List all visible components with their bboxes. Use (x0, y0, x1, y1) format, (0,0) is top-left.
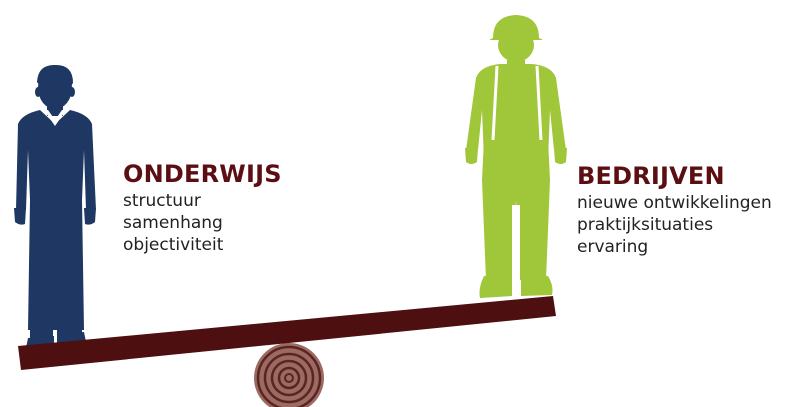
bedrijven-label-block: BEDRIJVEN nieuwe ontwikkelingen praktijk… (577, 162, 772, 258)
bedrijven-item: ervaring (577, 236, 772, 258)
construction-worker-icon (465, 15, 567, 298)
bedrijven-heading: BEDRIJVEN (577, 162, 772, 190)
onderwijs-item: objectiviteit (123, 234, 282, 256)
onderwijs-label-block: ONDERWIJS structuur samenhang objectivit… (123, 160, 282, 256)
bedrijven-item: nieuwe ontwikkelingen (577, 192, 772, 214)
onderwijs-item: samenhang (123, 212, 282, 234)
bedrijven-item: praktijksituaties (577, 214, 772, 236)
onderwijs-item: structuur (123, 190, 282, 212)
log-end-icon (254, 343, 324, 407)
person-in-suit-icon (14, 65, 96, 348)
onderwijs-heading: ONDERWIJS (123, 160, 282, 188)
